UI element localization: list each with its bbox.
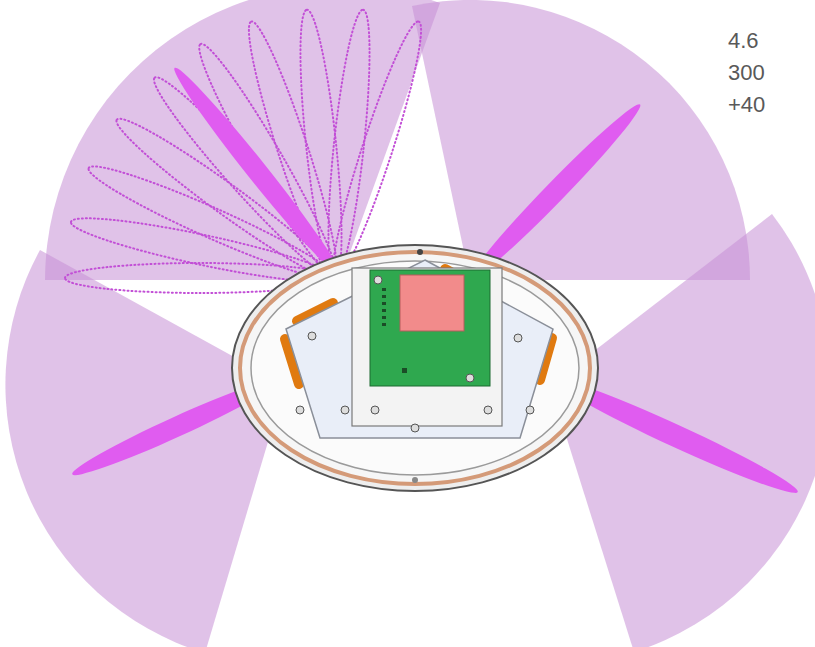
spec-label: +40 — [728, 92, 765, 118]
pcb-pads — [382, 288, 407, 373]
pcb — [370, 270, 490, 386]
main-lobes — [68, 62, 802, 502]
beam-sector — [5, 250, 285, 647]
spec-label: 300 — [728, 60, 765, 86]
beam-sector — [45, 0, 440, 280]
pentagon-plate — [286, 260, 553, 438]
antenna-housing — [232, 245, 598, 491]
spec-label: 4.6 — [728, 28, 759, 54]
mount-plate — [352, 268, 502, 426]
beam-sector — [550, 214, 815, 647]
screws — [296, 276, 534, 432]
beam-sector — [412, 0, 750, 280]
chip — [400, 275, 464, 331]
